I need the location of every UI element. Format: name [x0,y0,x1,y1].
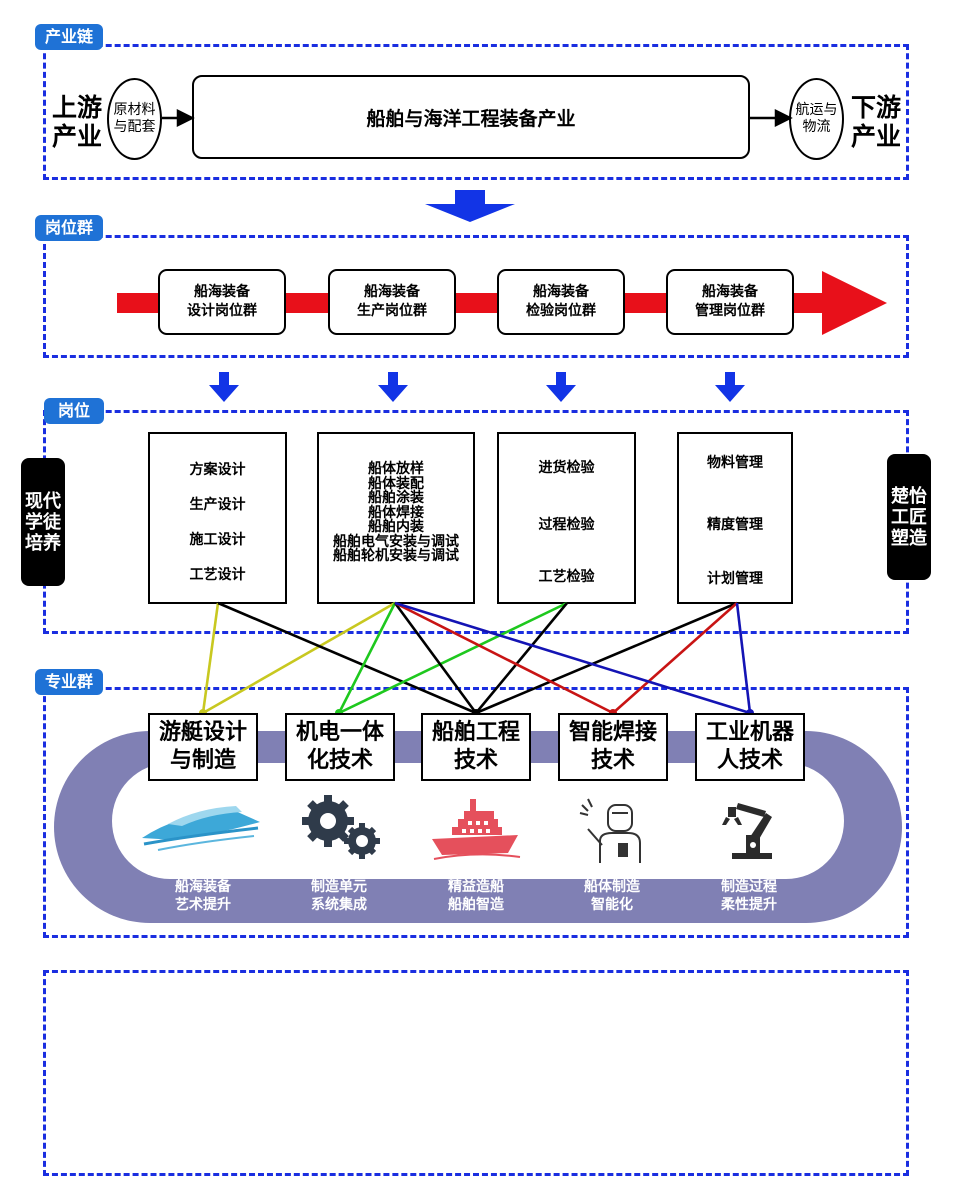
job-item: 船舶轮机安装与调试 [333,548,459,564]
arrow-down-icon [425,190,515,222]
job-item: 工艺检验 [538,569,595,585]
arrow-down-icon [378,372,408,402]
section-tag-jobs: 岗位 [44,398,105,424]
job-item: 船舶涂装 [368,490,424,506]
ship-icon [432,799,521,860]
jobs-production-box: 船体放样 船体装配 船舶涂装 船体焊接 船舶内装 船舶电气安装与调试 船舶轮机安… [317,432,475,604]
job-item: 物料管理 [707,455,763,471]
empty-section [43,970,909,1176]
job-group-production: 船海装备生产岗位群 [328,269,456,335]
upstream-label: 上游产业 [52,93,103,151]
job-group-section [43,235,909,358]
outcome-label: 精益造船船舶智造 [448,879,504,913]
job-group-inspection: 船海装备检验岗位群 [497,269,625,335]
job-item: 施工设计 [189,532,246,548]
welder-icon [579,798,641,863]
job-item: 船体放样 [368,461,424,477]
major-industrial-robotics: 工业机器人技术 [695,713,805,781]
jobs-management-box: 物料管理 精度管理 计划管理 [677,432,793,604]
outcome-label: 制造过程柔性提升 [721,879,777,913]
section-tag-major-group: 专业群 [35,669,104,695]
jobs-inspection-box: 进货检验 过程检验 工艺检验 [497,432,636,604]
chuyi-craftsman-label: 楚怡工匠塑造 [887,454,931,580]
arrow-down-icon [209,372,239,402]
job-item: 过程检验 [538,517,595,533]
raw-materials-oval: 原材料与配套 [107,78,162,160]
job-item: 方案设计 [189,462,246,478]
red-flow-arrow [117,271,887,335]
yacht-icon [142,806,260,851]
outcome-label: 船海装备艺术提升 [175,879,231,913]
job-group-design: 船海装备设计岗位群 [158,269,286,335]
major-intelligent-welding: 智能焊接技术 [558,713,668,781]
shipping-logistics-oval: 航运与物流 [789,78,844,160]
job-group-management: 船海装备管理岗位群 [666,269,794,335]
arrow-down-icon [715,372,745,402]
industry-box: 船舶与海洋工程装备产业 [192,75,750,159]
arrow-down-icon [546,372,576,402]
section-tag-industry-chain: 产业链 [35,24,104,50]
major-group-section [43,687,909,938]
downstream-label: 下游产业 [851,93,902,151]
job-item: 工艺设计 [189,567,246,583]
arrow-right-icon [162,108,793,128]
outcome-label: 船体制造智能化 [584,879,640,913]
chain-arrows [162,108,793,222]
job-item: 船体焊接 [368,504,424,521]
job-item: 精度管理 [707,517,763,533]
job-item: 计划管理 [707,571,763,587]
job-item: 船体装配 [368,475,424,492]
job-item: 船舶电气安装与调试 [333,533,459,550]
job-item: 生产设计 [189,497,246,513]
outcome-label: 制造单元系统集成 [311,879,367,913]
major-yacht-design: 游艇设计与制造 [148,713,258,781]
section-tag-job-group: 岗位群 [35,215,104,241]
major-ship-engineering: 船舶工程技术 [421,713,531,781]
major-mechatronics: 机电一体化技术 [285,713,395,781]
job-item: 进货检验 [538,460,595,476]
gears-icon [302,795,380,859]
modern-apprentice-label: 现代学徒培养 [21,458,65,586]
job-item: 船舶内装 [368,519,424,535]
industry-chain-section [43,44,909,180]
robot-arm-icon [722,803,772,859]
down-arrows [209,372,745,402]
